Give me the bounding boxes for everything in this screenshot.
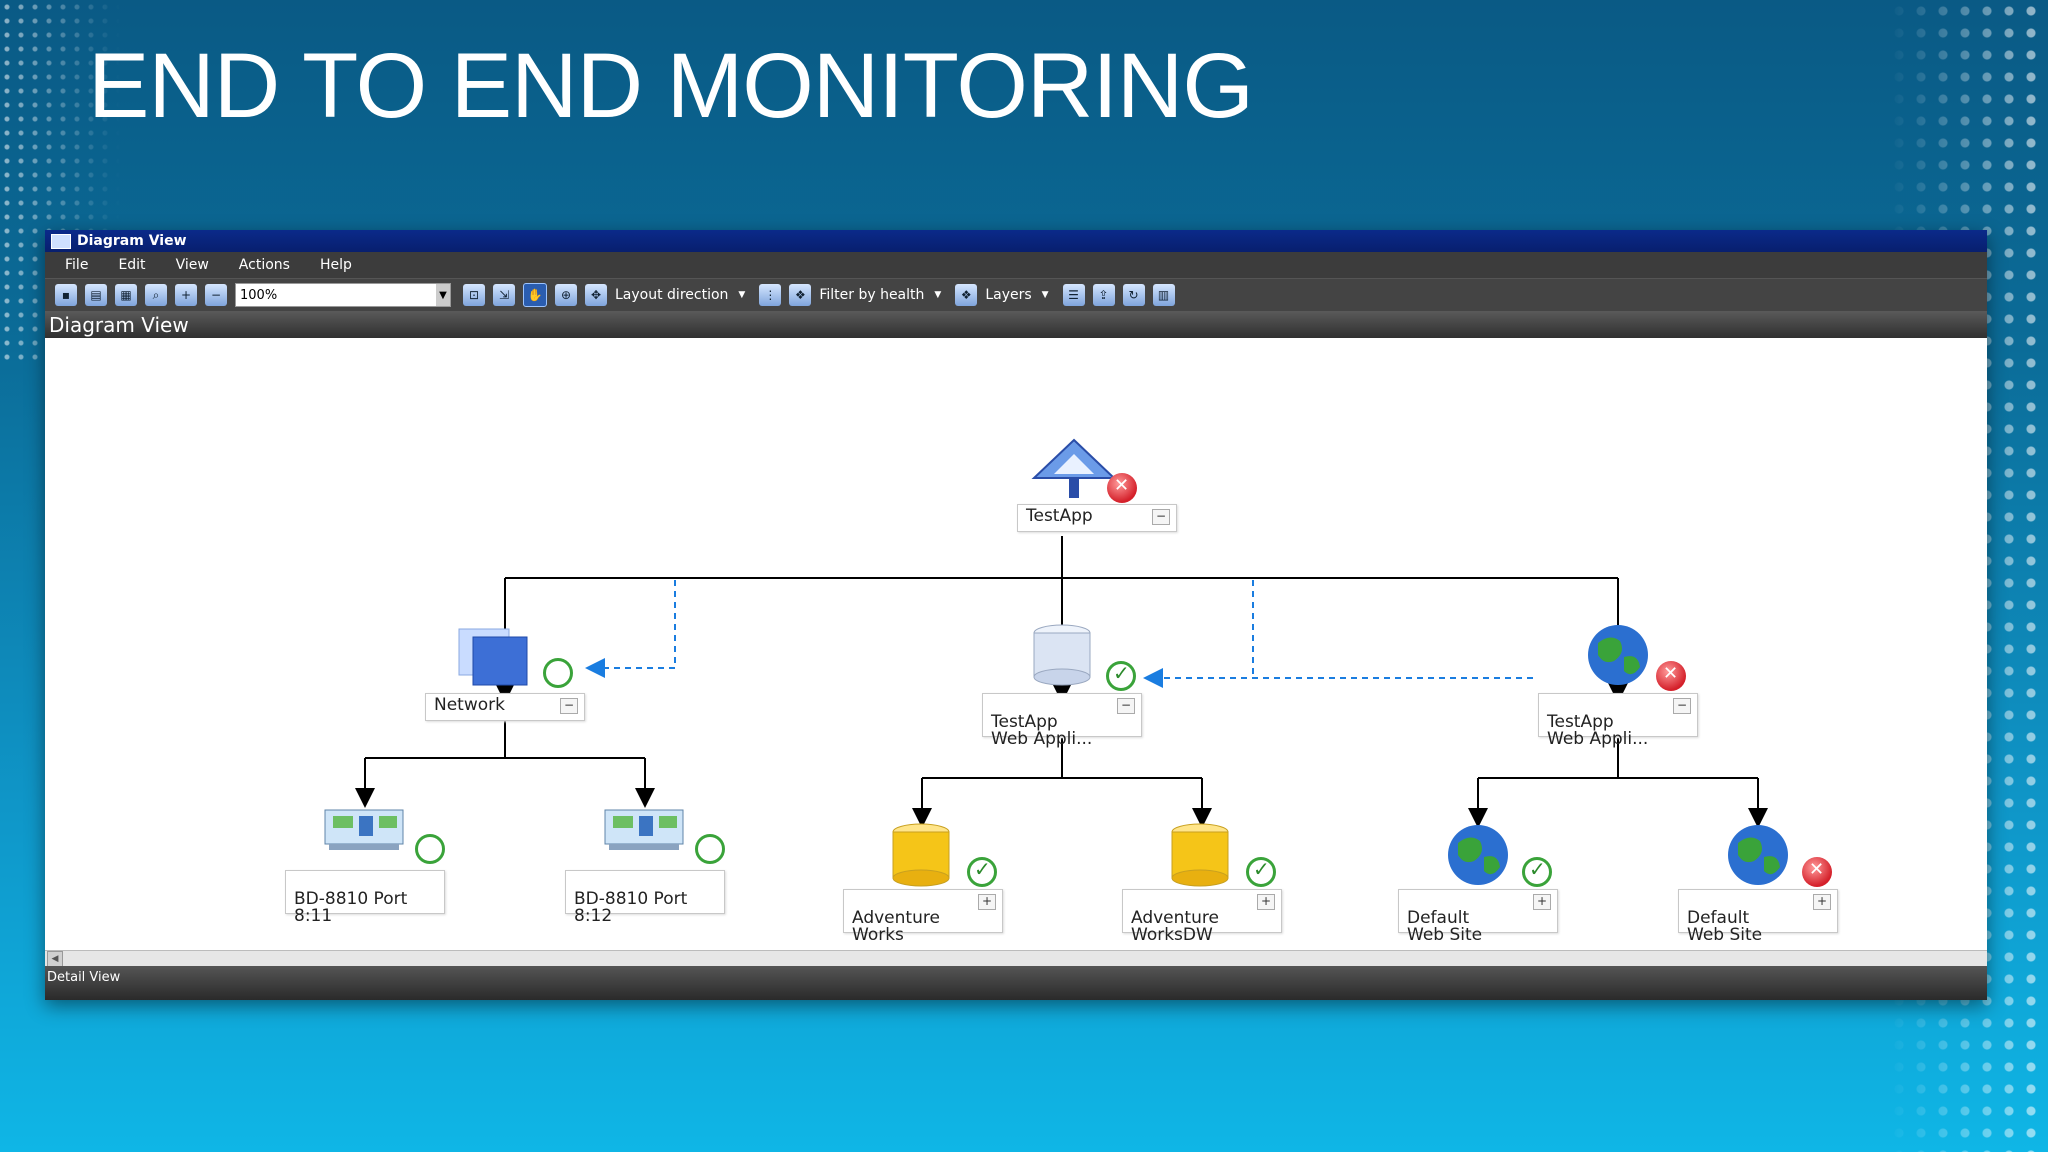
- node-label: Default Web Site +: [1678, 889, 1838, 944]
- globe-icon: [1588, 625, 1648, 685]
- node-default-web-site-1[interactable]: Default Web Site +: [1398, 823, 1558, 944]
- expand-icon[interactable]: +: [1813, 894, 1831, 910]
- menu-help[interactable]: Help: [319, 257, 352, 273]
- properties-icon[interactable]: ☰: [1062, 284, 1085, 306]
- detail-view-title: Detail View: [47, 970, 121, 985]
- overview-icon[interactable]: ⊕: [555, 284, 577, 306]
- expand-icon[interactable]: +: [978, 894, 996, 910]
- not-monitored-status-icon: [695, 834, 725, 864]
- find-icon[interactable]: ⌕: [145, 284, 167, 306]
- node-label: Default Web Site +: [1398, 889, 1558, 944]
- chevron-down-icon[interactable]: ▼: [436, 284, 450, 306]
- health-filter-icon: ❖: [789, 284, 812, 306]
- collapse-icon[interactable]: −: [1673, 698, 1691, 714]
- menu-edit[interactable]: Edit: [118, 257, 146, 273]
- layers-icon: ❖: [955, 284, 978, 306]
- collapse-icon[interactable]: −: [560, 698, 578, 714]
- detail-view-pane: Detail View: [45, 966, 1987, 1000]
- diagram-icon: [51, 233, 71, 249]
- node-label: TestApp Web Appli... −: [1538, 693, 1698, 748]
- node-network[interactable]: Network −: [425, 623, 585, 723]
- chevron-down-icon: ▼: [1041, 290, 1049, 300]
- node-adventure-worksdw[interactable]: Adventure WorksDW +: [1122, 823, 1282, 944]
- node-label: Network −: [425, 693, 585, 721]
- zoom-select[interactable]: 100% ▼: [235, 283, 451, 307]
- healthy-status-icon: [1522, 857, 1552, 887]
- database-icon: [1033, 624, 1091, 686]
- network-card-icon: [324, 809, 404, 850]
- fit-to-window-icon[interactable]: ⊡: [463, 284, 485, 306]
- zoom-value: 100%: [240, 287, 278, 303]
- node-label: Adventure WorksDW +: [1122, 889, 1282, 944]
- print-preview-icon[interactable]: ▦: [115, 284, 137, 306]
- export-icon[interactable]: ⇪: [1092, 284, 1115, 306]
- node-testapp[interactable]: TestApp −: [1017, 438, 1177, 538]
- distributed-app-icon: [1031, 438, 1117, 498]
- menu-file[interactable]: File: [65, 257, 89, 273]
- expand-icon[interactable]: +: [1257, 894, 1275, 910]
- globe-icon: [1728, 825, 1788, 885]
- filter-by-health-button[interactable]: ❖ Filter by health ▼: [789, 284, 941, 306]
- collapse-icon[interactable]: −: [1117, 698, 1135, 714]
- layout-icon: ✥: [585, 284, 607, 306]
- menu-bar: File Edit View Actions Help: [45, 252, 1987, 278]
- collapse-icon[interactable]: −: [1152, 509, 1170, 525]
- healthy-status-icon: [1106, 661, 1136, 691]
- zoom-out-icon[interactable]: −: [205, 284, 227, 306]
- node-port-811[interactable]: BD-8810 Port 8:11: [285, 806, 445, 926]
- database-icon: [892, 823, 950, 887]
- layout-direction-button[interactable]: ✥ Layout direction ▼: [585, 284, 745, 306]
- node-label: Adventure Works +: [843, 889, 1003, 944]
- expand-icon[interactable]: ⇲: [493, 284, 515, 306]
- node-adventure-works[interactable]: Adventure Works +: [843, 823, 1003, 944]
- chevron-down-icon: ▼: [934, 290, 942, 300]
- pan-icon[interactable]: ✋: [523, 283, 547, 307]
- not-monitored-status-icon: [543, 658, 573, 688]
- node-port-812[interactable]: BD-8810 Port 8:12: [565, 806, 725, 926]
- horizontal-scrollbar[interactable]: ◀: [45, 950, 1987, 967]
- menu-actions[interactable]: Actions: [238, 257, 290, 273]
- healthy-status-icon: [967, 857, 997, 887]
- node-default-web-site-2[interactable]: Default Web Site +: [1678, 823, 1838, 944]
- node-label: TestApp −: [1017, 504, 1177, 532]
- critical-status-icon: [1656, 661, 1686, 691]
- network-card-icon: [604, 809, 684, 850]
- node-testapp-webapp-web[interactable]: TestApp Web Appli... −: [1538, 623, 1698, 748]
- node-testapp-webapp-db[interactable]: TestApp Web Appli... −: [982, 623, 1142, 748]
- hierarchy-icon[interactable]: ⋮: [759, 284, 782, 306]
- not-monitored-status-icon: [415, 834, 445, 864]
- slide-title: END TO END MONITORING: [88, 35, 1254, 137]
- critical-status-icon: [1107, 473, 1137, 503]
- chevron-down-icon: ▼: [738, 290, 746, 300]
- healthy-status-icon: [1246, 857, 1276, 887]
- globe-icon: [1448, 825, 1508, 885]
- menu-view[interactable]: View: [175, 257, 209, 273]
- window-titlebar[interactable]: Diagram View: [45, 230, 1987, 252]
- node-label: BD-8810 Port 8:12: [565, 870, 725, 925]
- zoom-in-icon[interactable]: +: [175, 284, 197, 306]
- layers-button[interactable]: ❖ Layers ▼: [955, 284, 1049, 306]
- node-label: TestApp Web Appli... −: [982, 693, 1142, 748]
- refresh-icon[interactable]: ↻: [1122, 284, 1145, 306]
- critical-status-icon: [1802, 857, 1832, 887]
- detail-pane-icon[interactable]: ▥: [1152, 284, 1175, 306]
- connector-lines: [355, 536, 1768, 828]
- toolbar: ▪ ▤ ▦ ⌕ + − 100% ▼ ⊡ ⇲ ✋ ⊕ ✥ Layout dire…: [45, 278, 1987, 311]
- print-icon[interactable]: ▤: [85, 284, 107, 306]
- scroll-left-icon[interactable]: ◀: [47, 951, 63, 967]
- window-title: Diagram View: [77, 233, 187, 249]
- network-icon: [458, 628, 528, 686]
- diagram-canvas[interactable]: TestApp − Network − T: [45, 338, 1987, 950]
- save-icon[interactable]: ▪: [55, 284, 77, 306]
- diagram-view-window: Diagram View File Edit View Actions Help…: [45, 230, 1987, 1000]
- expand-icon[interactable]: +: [1533, 894, 1551, 910]
- node-label: BD-8810 Port 8:11: [285, 870, 445, 925]
- database-icon: [1171, 823, 1229, 887]
